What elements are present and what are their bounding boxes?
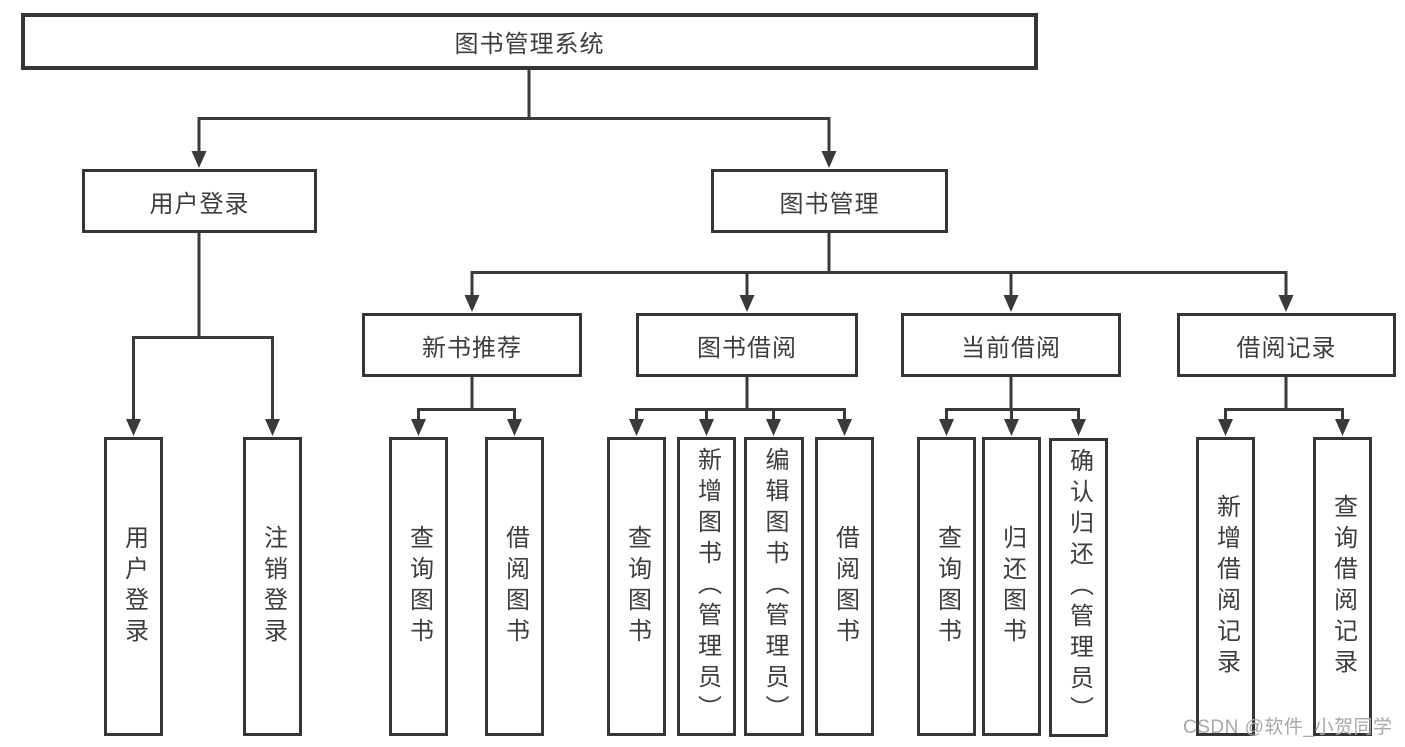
leaf-bb-edit-books-admin: 编辑图书（管理员） <box>744 437 804 736</box>
node-book-borrow: 图书借阅 <box>636 313 858 377</box>
leaf-logout-label: 注销登录 <box>259 524 287 649</box>
arrowhead-down-icon <box>1071 419 1086 436</box>
arrowhead-down-icon <box>1218 419 1233 436</box>
node-borrow-records: 借阅记录 <box>1177 313 1396 377</box>
leaf-rec-query-books: 查询图书 <box>389 437 448 736</box>
leaf-rec-query-books-label: 查询图书 <box>405 524 433 649</box>
leaf-user-login-label: 用户登录 <box>120 524 148 649</box>
leaf-cb-return-books-label: 归还图书 <box>998 524 1026 649</box>
connector-newbookrec-to-leaves <box>417 377 516 420</box>
node-user-login: 用户登录 <box>82 169 317 233</box>
csdn-watermark: CSDN @软件_小贺同学 <box>1183 717 1393 738</box>
arrowhead-down-icon <box>821 151 837 168</box>
leaf-bb-add-books-admin-label: 新增图书（管理员） <box>693 447 721 726</box>
connector-borrowrecords-to-leaves <box>1224 377 1344 420</box>
leaf-cb-confirm-return-admin-label: 确认归还（管理员） <box>1065 448 1093 727</box>
node-root: 图书管理系统 <box>21 13 1038 70</box>
arrowhead-down-icon <box>411 419 426 436</box>
node-new-book-rec-label: 新书推荐 <box>422 334 522 362</box>
arrowhead-down-icon <box>1278 295 1294 312</box>
leaf-cb-query-books: 查询图书 <box>917 437 976 736</box>
arrowhead-down-icon <box>191 151 207 168</box>
node-book-mgmt-label: 图书管理 <box>779 190 880 218</box>
arrowhead-down-icon <box>699 419 714 436</box>
arrowhead-down-icon <box>507 419 522 436</box>
leaf-bb-query-books: 查询图书 <box>607 437 666 736</box>
arrowhead-down-icon <box>939 419 954 436</box>
leaf-logout: 注销登录 <box>243 437 302 736</box>
node-current-borrow-label: 当前借阅 <box>961 334 1061 362</box>
leaf-cb-query-books-label: 查询图书 <box>933 524 961 649</box>
node-new-book-rec: 新书推荐 <box>362 313 582 377</box>
arrowhead-down-icon <box>766 419 781 436</box>
leaf-br-query-record-label: 查询借阅记录 <box>1329 493 1357 680</box>
arrowhead-down-icon <box>1335 419 1350 436</box>
leaf-user-login: 用户登录 <box>104 437 163 736</box>
connector-userlogin-to-leaves <box>132 233 274 420</box>
leaf-rec-borrow-books: 借阅图书 <box>485 437 544 736</box>
node-book-mgmt: 图书管理 <box>711 169 948 233</box>
arrowhead-down-icon <box>464 295 480 312</box>
node-borrow-records-label: 借阅记录 <box>1236 334 1337 362</box>
connector-bookborrow-to-leaves <box>635 377 846 420</box>
leaf-bb-borrow-books-label: 借阅图书 <box>831 524 859 649</box>
arrowhead-down-icon <box>126 419 141 436</box>
leaf-cb-return-books: 归还图书 <box>982 437 1041 736</box>
leaf-cb-confirm-return-admin: 确认归还（管理员） <box>1049 438 1108 737</box>
arrowhead-down-icon <box>1004 419 1019 436</box>
leaf-bb-add-books-admin: 新增图书（管理员） <box>677 437 736 736</box>
connector-root-to-level1 <box>197 69 831 152</box>
arrowhead-down-icon <box>629 419 644 436</box>
leaf-br-add-record: 新增借阅记录 <box>1196 437 1255 736</box>
node-user-login-label: 用户登录 <box>149 190 250 218</box>
connector-currentborrow-to-leaves <box>945 377 1080 420</box>
connector-bookmgmt-to-level2 <box>470 233 1288 296</box>
leaf-bb-borrow-books: 借阅图书 <box>815 437 874 736</box>
node-book-borrow-label: 图书借阅 <box>697 334 797 362</box>
node-current-borrow: 当前借阅 <box>901 313 1121 377</box>
arrowhead-down-icon <box>265 419 280 436</box>
leaf-br-query-record: 查询借阅记录 <box>1313 437 1372 736</box>
leaf-bb-edit-books-admin-label: 编辑图书（管理员） <box>761 447 788 726</box>
arrowhead-down-icon <box>1003 295 1019 312</box>
node-root-label: 图书管理系统 <box>454 31 605 58</box>
leaf-bb-query-books-label: 查询图书 <box>623 524 651 649</box>
arrowhead-down-icon <box>739 295 755 312</box>
leaf-br-add-record-label: 新增借阅记录 <box>1212 493 1240 680</box>
arrowhead-down-icon <box>837 419 852 436</box>
leaf-rec-borrow-books-label: 借阅图书 <box>501 524 529 649</box>
